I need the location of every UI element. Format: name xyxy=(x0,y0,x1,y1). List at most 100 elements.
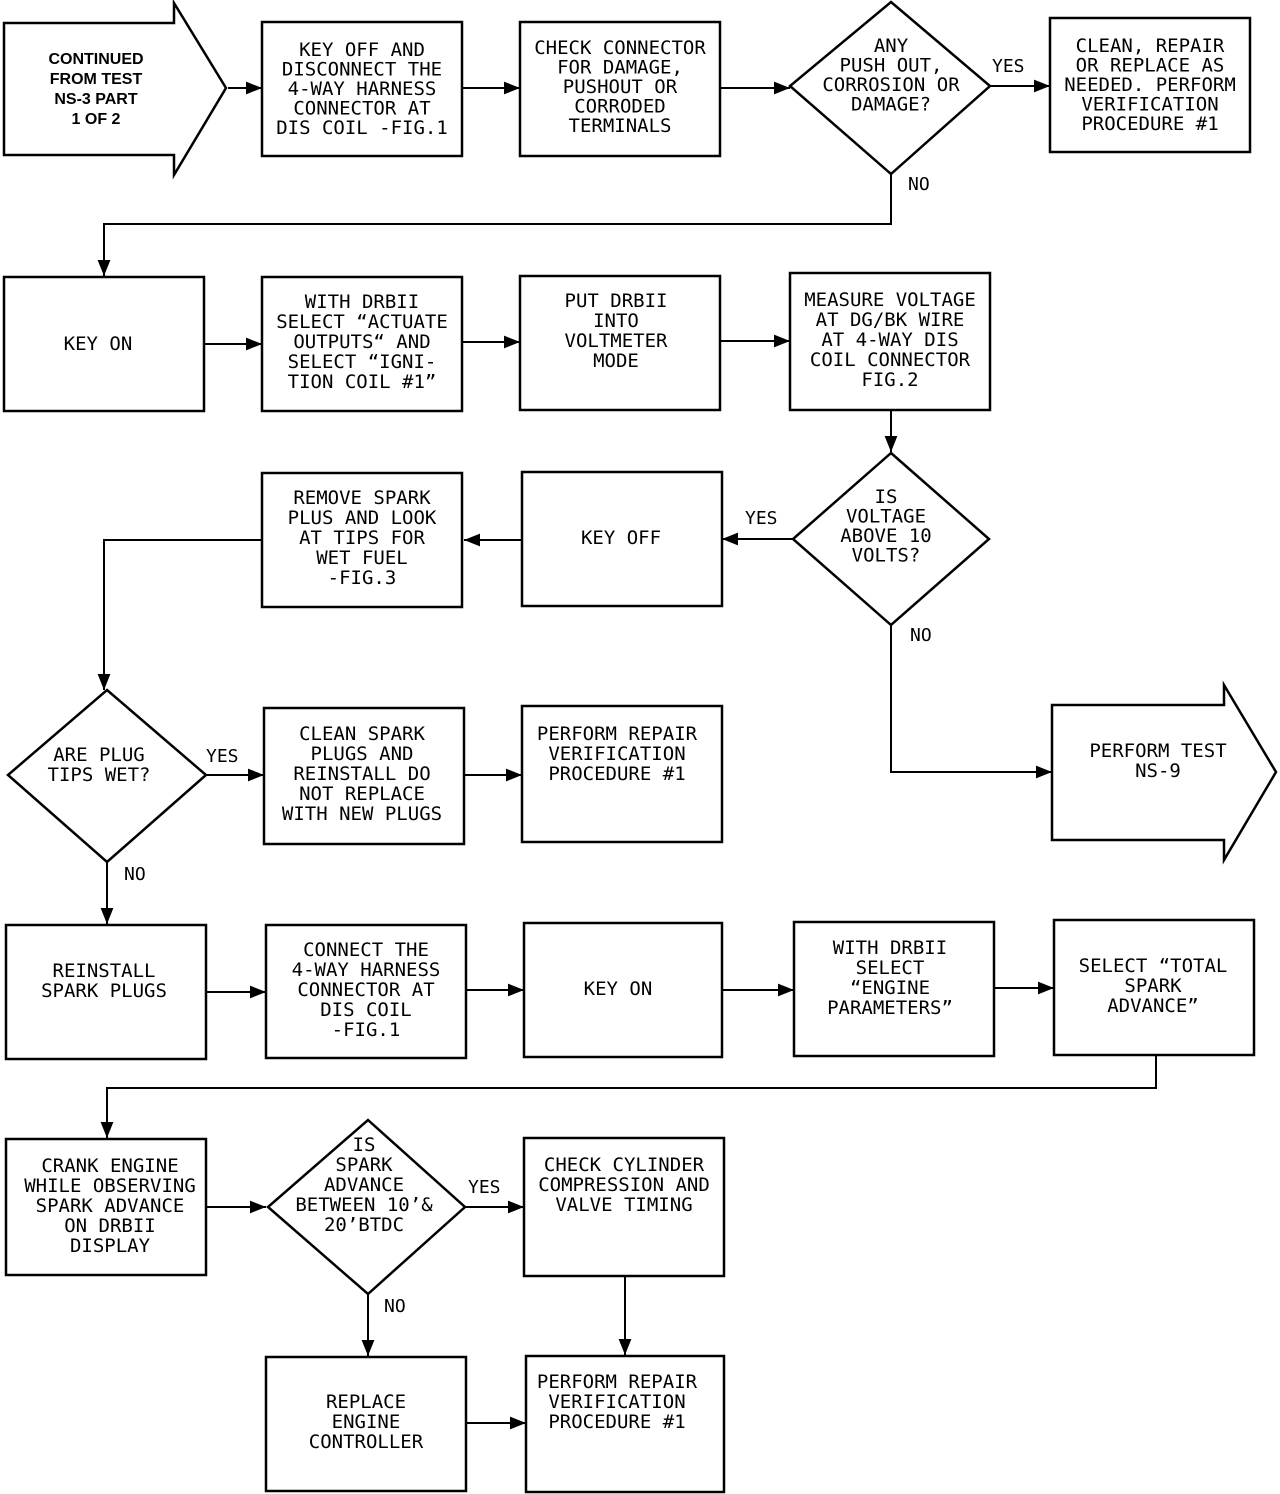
repair-verification-2-text-line: VERIFICATION xyxy=(548,1391,685,1413)
clean-repair-text-line: VERIFICATION xyxy=(1081,94,1218,116)
key-on-2-text: KEY ON xyxy=(584,978,653,1000)
node-voltmeter-mode xyxy=(518,274,722,412)
arrow-decision1-no xyxy=(97,174,892,276)
node-key-on-1 xyxy=(2,275,206,413)
crank-engine-text-line: SPARK ADVANCE xyxy=(36,1195,185,1217)
arrow-total-to-crank xyxy=(100,1055,1157,1138)
check-connector-text-line: TERMINALS xyxy=(569,115,672,137)
check-connector-text-line: CORRODED xyxy=(574,96,666,118)
node-check-connector xyxy=(518,20,722,158)
check-cylinder-text-line: VALVE TIMING xyxy=(555,1194,692,1216)
clean-repair-text-line: OR REPLACE AS xyxy=(1076,55,1225,77)
voltage-above-10-text-line: IS xyxy=(875,486,898,508)
perform-ns9-text-line: PERFORM TEST xyxy=(1089,740,1226,762)
repair-verification-1-text-line: PROCEDURE #1 xyxy=(548,763,685,785)
engine-parameters-text-line: SELECT xyxy=(856,957,925,979)
label-yes-3: YES xyxy=(206,746,239,767)
branch-labels: YES NO YES NO YES NO YES NO xyxy=(124,56,1025,1317)
check-cylinder-text-line: CHECK CYLINDER xyxy=(544,1154,705,1176)
check-connector-text-line: CHECK CONNECTOR xyxy=(534,37,706,59)
key-on-2-text-line: KEY ON xyxy=(584,978,653,1000)
key-off-2-text: KEY OFF xyxy=(581,527,661,549)
remove-spark-plug-text-line: AT TIPS FOR xyxy=(299,527,425,549)
label-yes-2: YES xyxy=(745,508,778,529)
connect-harness-text-line: 4-WAY HARNESS xyxy=(292,959,441,981)
voltage-above-10-text-line: ABOVE 10 xyxy=(840,525,932,547)
clean-spark-plugs-text-line: WITH NEW PLUGS xyxy=(282,803,442,825)
perform-ns9-text-line: NS-9 xyxy=(1135,760,1181,782)
clean-spark-plugs-text-line: REINSTALL DO xyxy=(293,763,430,785)
node-key-on-2 xyxy=(522,921,724,1059)
crank-engine-text-line: WHILE OBSERVING xyxy=(24,1175,196,1197)
clean-repair-text-line: PROCEDURE #1 xyxy=(1081,113,1218,135)
voltage-above-10-text-line: VOLTAGE xyxy=(846,505,926,527)
repair-verification-2-text-line: PERFORM REPAIR xyxy=(537,1371,698,1393)
key-off-2-text-line: KEY OFF xyxy=(581,527,661,549)
engine-parameters-text-line: WITH DRBII xyxy=(833,937,947,959)
start-text-line: NS-3 PART xyxy=(54,91,137,108)
actuate-outputs-text-line: SELECT “ACTUATE xyxy=(276,311,448,333)
repair-verification-2-text-line: PROCEDURE #1 xyxy=(548,1411,685,1433)
crank-engine-text-line: ON DRBII xyxy=(64,1215,156,1237)
remove-spark-plug-text-line: -FIG.3 xyxy=(328,567,397,589)
arrow-decision2-no xyxy=(890,625,1052,779)
check-connector-text-line: FOR DAMAGE, xyxy=(557,57,683,79)
plug-tips-wet-text-line: TIPS WET? xyxy=(48,764,151,786)
voltmeter-mode-text-line: PUT DRBII xyxy=(565,290,668,312)
reinstall-plugs-text-line: SPARK PLUGS xyxy=(41,980,167,1002)
any-pushout-text-line: PUSH OUT, xyxy=(840,54,943,76)
start-text-line: FROM TEST xyxy=(50,71,143,88)
clean-spark-plugs-text-line: PLUGS AND xyxy=(311,743,414,765)
label-no-3: NO xyxy=(124,864,146,885)
key-off-disconnect-text-line: KEY OFF AND xyxy=(299,39,425,61)
label-no-4: NO xyxy=(384,1296,406,1317)
measure-voltage-text-line: MEASURE VOLTAGE xyxy=(804,289,976,311)
node-key-off-disconnect xyxy=(260,20,464,158)
node-perform-ns9 xyxy=(1050,680,1278,865)
node-total-spark-advance xyxy=(1052,918,1256,1057)
clean-repair-text-line: NEEDED. PERFORM xyxy=(1064,74,1236,96)
any-pushout-text-line: ANY xyxy=(874,35,909,57)
voltmeter-mode-text-line: VOLTMETER xyxy=(565,330,669,352)
key-on-1-text: KEY ON xyxy=(64,333,133,355)
node-spark-advance-between xyxy=(266,1118,467,1296)
key-off-disconnect-text-line: 4-WAY HARNESS xyxy=(288,78,437,100)
start-text-line: 1 OF 2 xyxy=(72,111,121,128)
node-reinstall-plugs xyxy=(4,923,208,1061)
total-spark-advance-text-line: ADVANCE” xyxy=(1107,995,1199,1017)
voltmeter-mode-text-line: MODE xyxy=(593,350,639,372)
spark-advance-between-text-line: SPARK xyxy=(335,1154,393,1176)
key-off-disconnect-text-line: DIS COIL -FIG.1 xyxy=(276,117,448,139)
replace-controller-text-line: CONTROLLER xyxy=(309,1431,424,1453)
remove-spark-plug-text-line: PLUS AND LOOK xyxy=(288,507,437,529)
label-no-2: NO xyxy=(910,625,932,646)
start-text: CONTINUED FROM TEST NS-3 PART 1 OF 2 xyxy=(48,51,143,128)
node-clean-repair xyxy=(1048,16,1252,154)
remove-spark-plug-text-line: REMOVE SPARK xyxy=(293,487,431,509)
connect-harness-text-line: -FIG.1 xyxy=(332,1019,401,1041)
start-text-line: CONTINUED xyxy=(48,51,143,68)
actuate-outputs-text-line: SELECT “IGNI- xyxy=(288,351,437,373)
total-spark-advance-text-line: SPARK xyxy=(1124,975,1182,997)
key-on-1-text-line: KEY ON xyxy=(64,333,133,355)
check-connector-text-line: PUSHOUT OR xyxy=(563,76,678,98)
node-plug-tips-wet xyxy=(6,688,208,864)
crank-engine-text-line: CRANK ENGINE xyxy=(41,1155,178,1177)
measure-voltage-text-line: COIL CONNECTOR xyxy=(810,349,971,371)
node-actuate-outputs xyxy=(260,275,464,413)
